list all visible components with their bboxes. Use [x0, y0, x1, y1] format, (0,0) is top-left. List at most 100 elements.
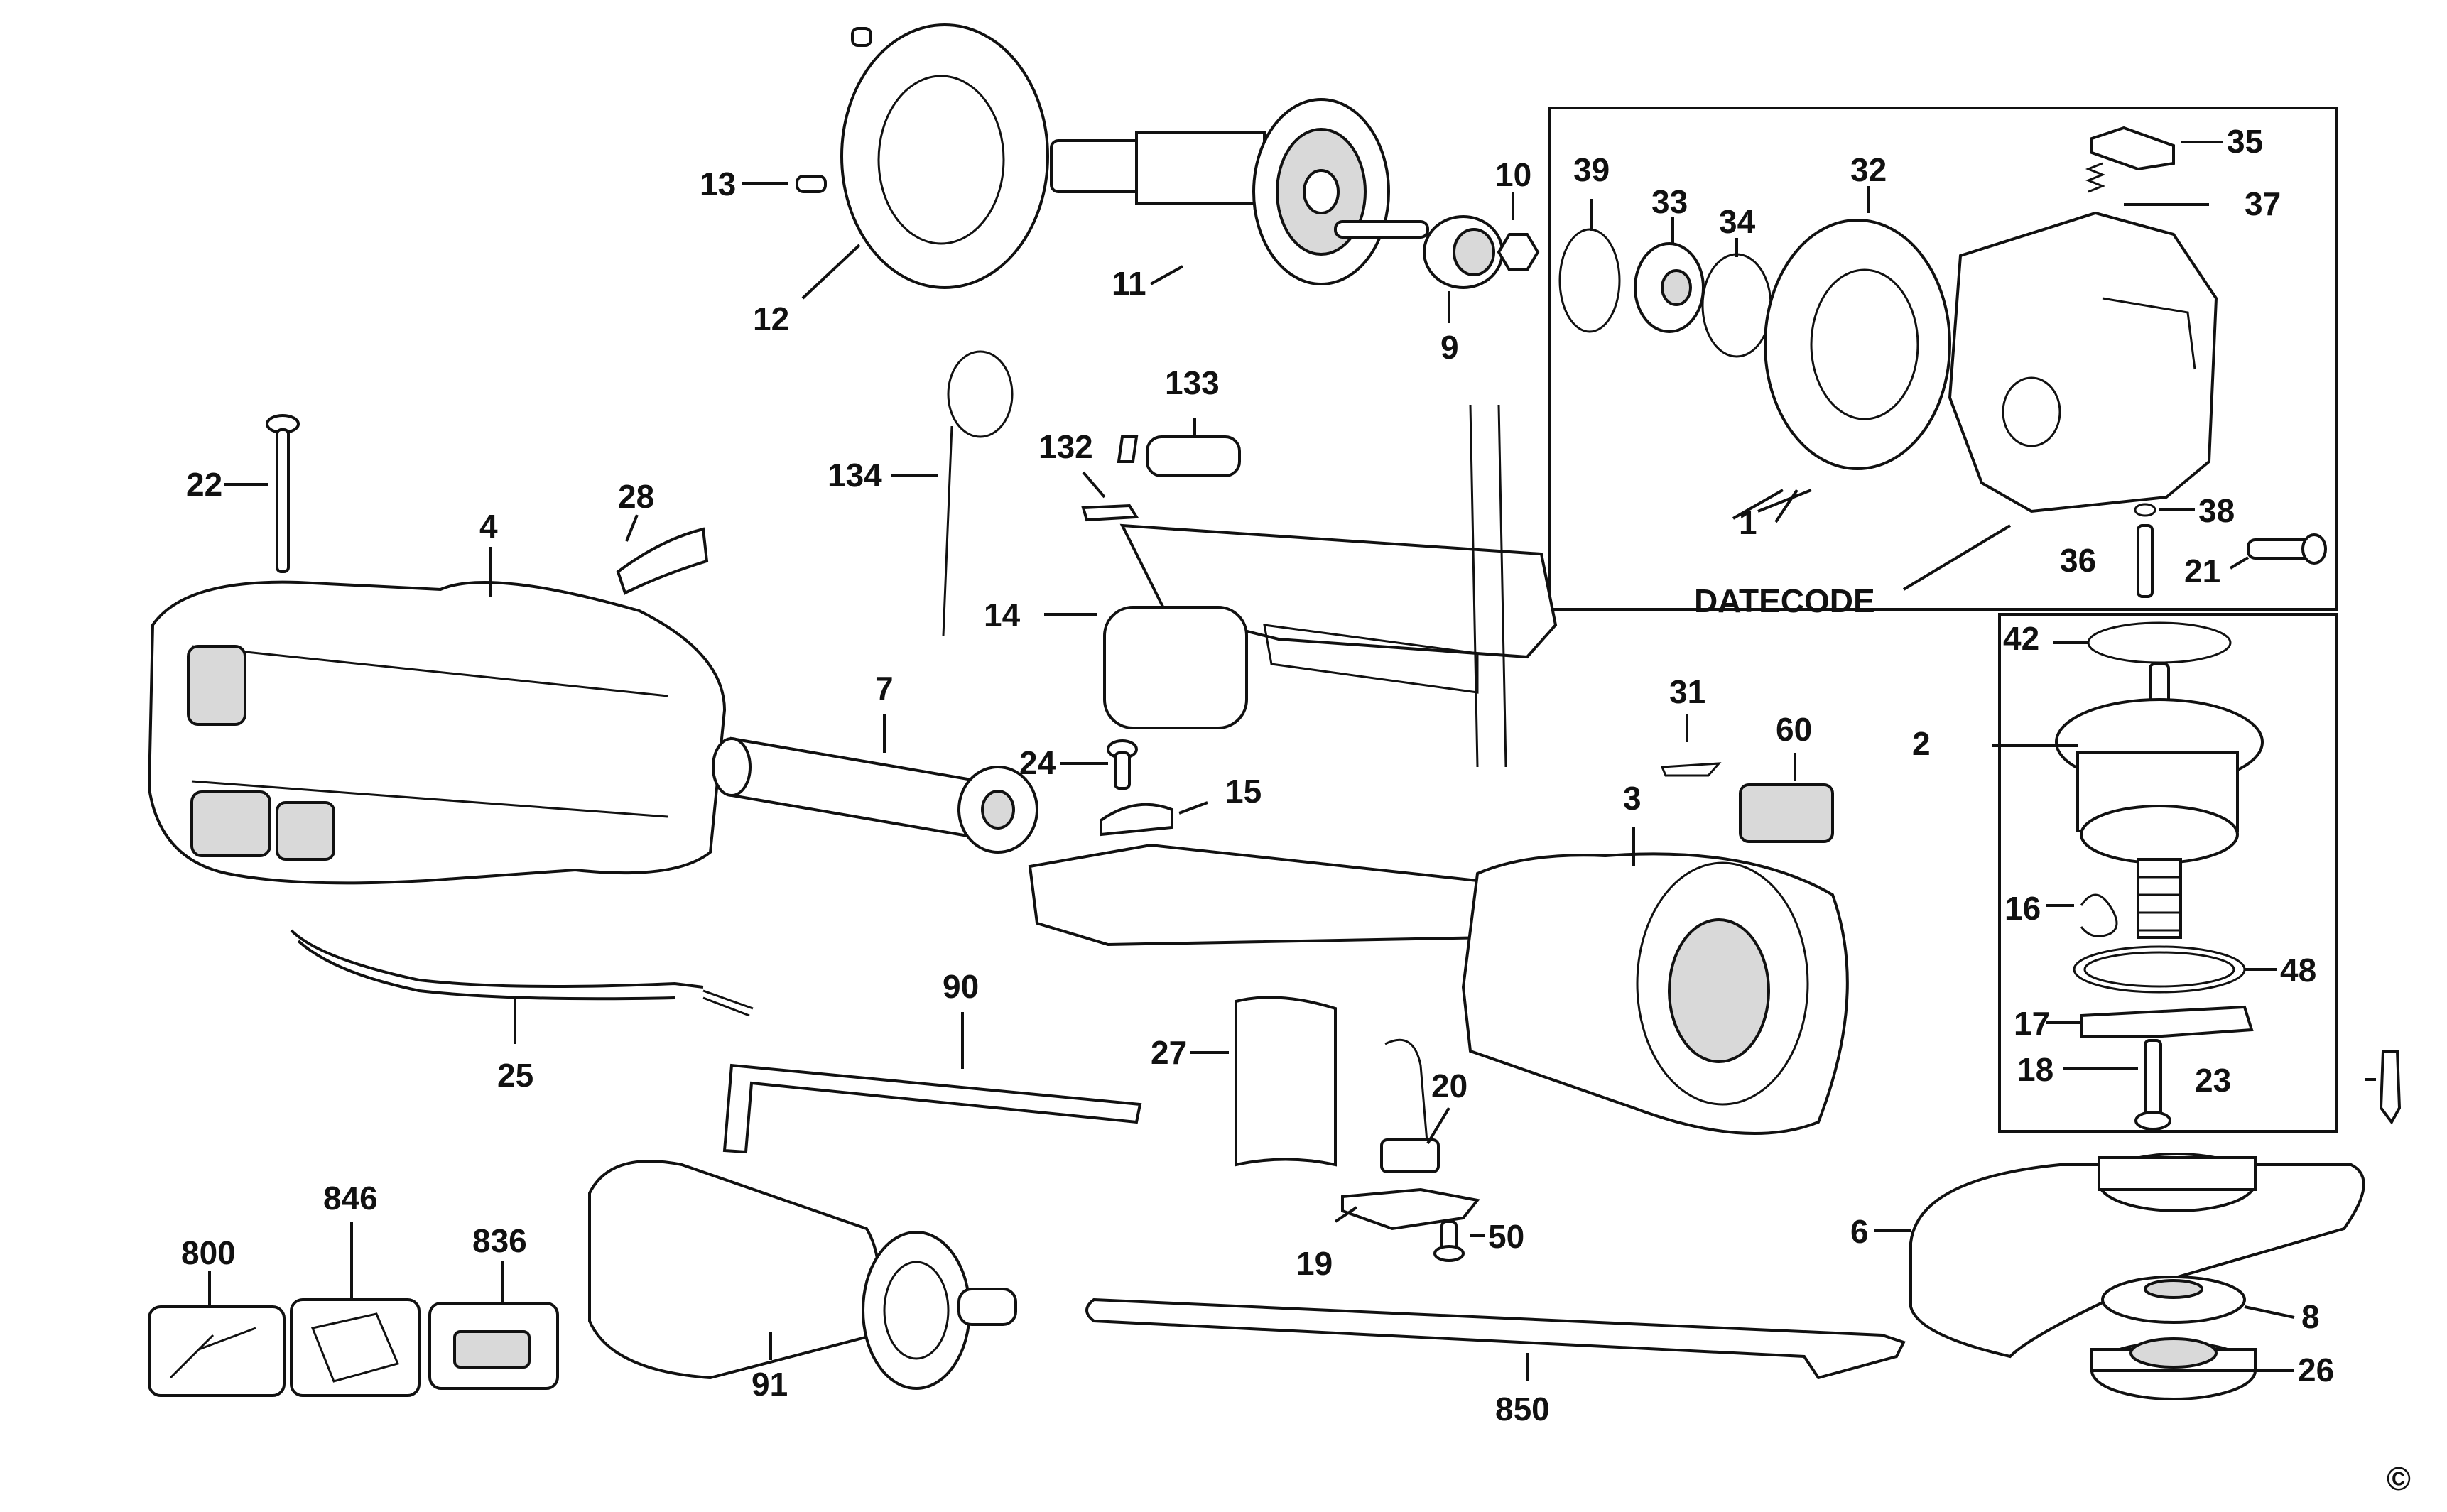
label-846: 846: [323, 1180, 378, 1217]
label-9: 9: [1440, 329, 1459, 366]
part-21-screw: [2247, 533, 2327, 565]
part-16-spring: [2080, 893, 2118, 937]
label-800: 800: [181, 1234, 236, 1271]
label-21: 21: [2184, 553, 2220, 589]
assembly-box-2: [1998, 613, 2338, 1133]
label-14: 14: [984, 597, 1021, 633]
label-134: 134: [828, 457, 882, 494]
part-25-cord: [290, 929, 754, 1017]
part-3-handle-housing: [1028, 843, 1849, 1135]
leader-lines: [208, 141, 2376, 1381]
label-48: 48: [2280, 952, 2316, 989]
label-3: 3: [1623, 780, 1642, 817]
label-36: 36: [2060, 542, 2096, 579]
part-23-screw: [2379, 1050, 2402, 1125]
label-20: 20: [1431, 1067, 1467, 1104]
part-90-hex-key: [722, 1063, 1142, 1154]
part-850-spanner: [1085, 1298, 1906, 1380]
label-17: 17: [2014, 1005, 2050, 1042]
label-15: 15: [1225, 773, 1262, 810]
part-gear-case: [1948, 211, 2218, 513]
label-42: 42: [2003, 620, 2039, 657]
label-23: 23: [2195, 1062, 2231, 1099]
label-26: 26: [2298, 1351, 2334, 1388]
part-836-kit: [428, 1302, 559, 1390]
label-10: 10: [1495, 156, 1531, 193]
part-42-o-ring: [2087, 621, 2232, 664]
part-24-screw: [1107, 739, 1138, 790]
part-12-baffle: [840, 23, 1049, 289]
part-28-cover: [616, 527, 709, 595]
label-39: 39: [1573, 151, 1610, 188]
label-91: 91: [752, 1366, 788, 1403]
part-38-washer: [2134, 503, 2156, 517]
label-132: 132: [1038, 428, 1093, 465]
part-50-screw: [1433, 1220, 1465, 1262]
part-4-housing: [147, 580, 727, 885]
label-133: 133: [1165, 364, 1220, 401]
part-33-bearing: [1634, 242, 1705, 333]
part-31-label: [1660, 762, 1722, 777]
label-13: 13: [700, 165, 736, 202]
part-134-cable-tie: [942, 350, 1014, 636]
part-6-guard: [1909, 1153, 2365, 1359]
part-20-brush: [1380, 1038, 1440, 1173]
part-91-side-handle: [588, 1160, 1017, 1390]
assembly-box-1: [1548, 107, 2338, 611]
part-39-retaining-ring: [1558, 228, 1621, 333]
part-37-spring: [2085, 162, 2106, 193]
part-27-insulation: [1235, 996, 1337, 1167]
part-800-kit: [148, 1305, 286, 1397]
label-25: 25: [497, 1057, 533, 1094]
part-15-clamp: [1100, 803, 1173, 837]
label-34: 34: [1719, 203, 1756, 240]
part-846-kit: [290, 1298, 421, 1397]
label-836: 836: [472, 1222, 527, 1259]
label-18: 18: [2017, 1051, 2053, 1088]
label-datecode: DATECODE: [1694, 582, 1875, 619]
label-35: 35: [2227, 123, 2263, 160]
part-32-fan: [1764, 219, 1951, 470]
label-850: 850: [1495, 1391, 1550, 1427]
label-11: 11: [1112, 265, 1146, 302]
label-2: 2: [1912, 725, 1931, 762]
part-26-nut: [2090, 1337, 2257, 1400]
part-7-sleeve: [712, 736, 1038, 854]
label-31: 31: [1669, 673, 1705, 710]
label-90: 90: [943, 968, 979, 1005]
label-37: 37: [2245, 185, 2281, 222]
part-48-ring: [2073, 945, 2246, 994]
part-36-pin: [2137, 524, 2154, 598]
part-9-bearing: [1423, 215, 1504, 289]
label-27: 27: [1151, 1034, 1187, 1071]
part-14-switch-assembly: [1103, 404, 1558, 768]
part-133-capacitor: [1146, 435, 1241, 477]
part-17-lock-plate: [2080, 1005, 2254, 1038]
label-38: 38: [2198, 492, 2235, 529]
label-8: 8: [2301, 1298, 2320, 1335]
label-32: 32: [1850, 151, 1887, 188]
part-34-o-ring: [1701, 253, 1772, 358]
label-6: 6: [1850, 1213, 1869, 1250]
part-10-nut: [1497, 233, 1540, 271]
label-4: 4: [479, 508, 498, 545]
part-11-armature: [1050, 98, 1429, 285]
part-18-pin: [2134, 1039, 2171, 1131]
part-8-flange: [2101, 1276, 2246, 1324]
part-132-terminal: [1081, 435, 1139, 522]
label-1: 1: [1739, 504, 1757, 541]
part-13-pin: [796, 175, 827, 193]
label-28: 28: [618, 478, 654, 515]
part-22-screw: [266, 414, 300, 573]
copyright-mark: ©: [2387, 1460, 2411, 1497]
label-24: 24: [1019, 744, 1056, 781]
label-12: 12: [753, 300, 789, 337]
label-16: 16: [2004, 890, 2041, 927]
label-50: 50: [1488, 1218, 1524, 1255]
label-19: 19: [1296, 1245, 1333, 1282]
label-60: 60: [1776, 711, 1812, 748]
part-35-clip: [2090, 126, 2175, 171]
label-33: 33: [1651, 183, 1688, 220]
part-60-plug: [1739, 783, 1834, 843]
